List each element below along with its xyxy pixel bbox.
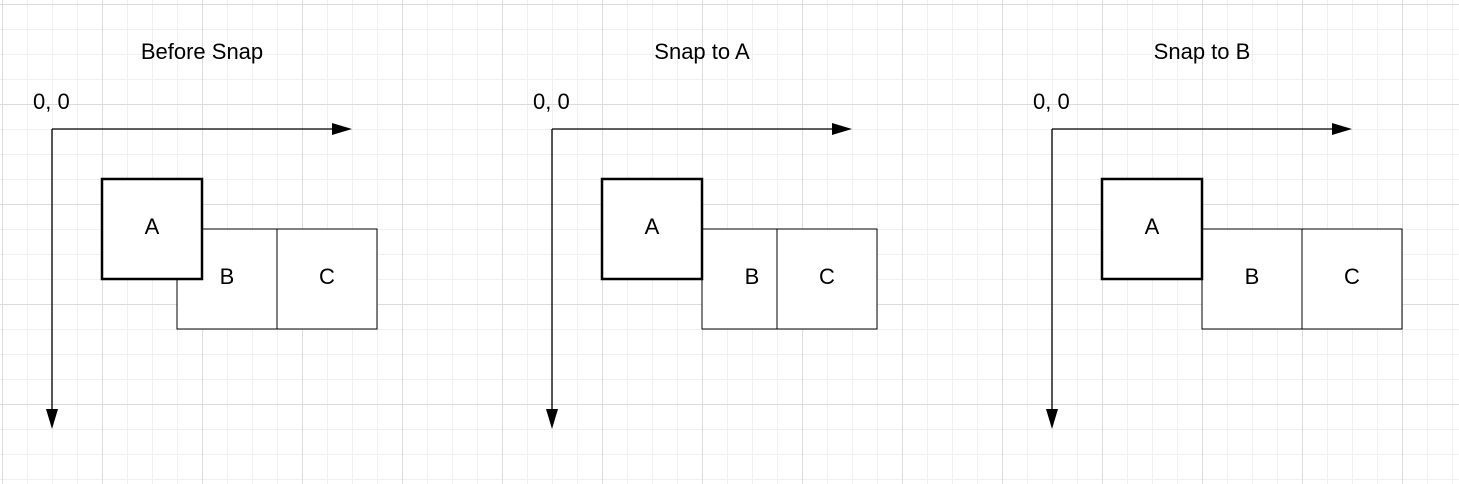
- box-c-label: C: [819, 264, 835, 289]
- box-c-label: C: [1344, 264, 1360, 289]
- box-a[interactable]: [1100, 177, 1204, 281]
- panel-title: Snap to B: [1154, 39, 1251, 64]
- panel-title: Snap to A: [654, 39, 750, 64]
- box-b[interactable]: [701, 228, 778, 330]
- box-b-label: B: [1245, 264, 1260, 289]
- box-b[interactable]: [1201, 228, 1303, 330]
- panel-before-snap: Before Snap 0, 0 A B C: [33, 39, 378, 429]
- panel-title: Before Snap: [141, 39, 263, 64]
- box-a-label: A: [145, 214, 160, 239]
- box-a[interactable]: [600, 177, 704, 281]
- box-c-label: C: [319, 264, 335, 289]
- box-c[interactable]: [1301, 228, 1403, 330]
- x-axis-arrow-icon: [332, 123, 352, 135]
- x-axis-arrow-icon: [1332, 123, 1352, 135]
- y-axis-arrow-icon: [46, 409, 58, 429]
- y-axis-arrow-icon: [1046, 409, 1058, 429]
- box-b-label: B: [745, 264, 760, 289]
- origin-label: 0, 0: [533, 89, 570, 114]
- box-c[interactable]: [276, 228, 378, 330]
- origin-label: 0, 0: [33, 89, 70, 114]
- box-a-label: A: [1145, 214, 1160, 239]
- box-b-label: B: [220, 264, 235, 289]
- y-axis-arrow-icon: [546, 409, 558, 429]
- box-a-label: A: [645, 214, 660, 239]
- box-c[interactable]: [776, 228, 878, 330]
- panel-snap-to-a: Snap to A 0, 0 A B C: [533, 39, 878, 429]
- panel-snap-to-b: Snap to B 0, 0 A B C: [1033, 39, 1403, 429]
- box-a[interactable]: [100, 177, 204, 281]
- origin-label: 0, 0: [1033, 89, 1070, 114]
- x-axis-arrow-icon: [832, 123, 852, 135]
